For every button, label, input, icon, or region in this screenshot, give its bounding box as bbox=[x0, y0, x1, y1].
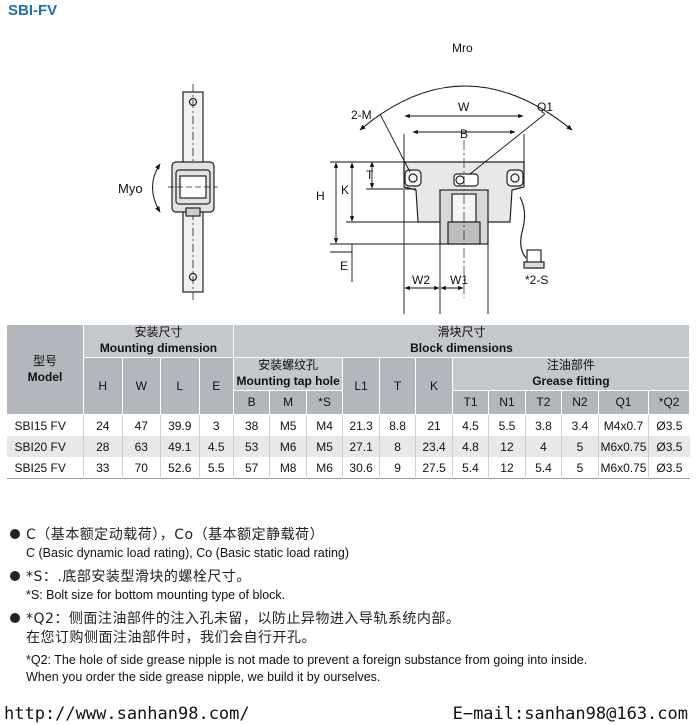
note-bolt-size: *S：.底部安装型滑块的螺栓尺寸。 *S: Bolt size for bott… bbox=[8, 568, 698, 604]
myo-label: Myo bbox=[118, 181, 143, 196]
w1-label: W1 bbox=[450, 273, 468, 287]
website-link[interactable]: http://www.sanhan98.com/ bbox=[4, 704, 250, 724]
two-m-label: 2-M bbox=[351, 108, 372, 122]
col-t: T bbox=[378, 357, 417, 415]
col-q2: *Q2 bbox=[648, 390, 690, 415]
mro-label: Mro bbox=[452, 41, 473, 55]
col-l1: L1 bbox=[342, 357, 380, 415]
col-b: B bbox=[232, 390, 271, 415]
col-m: M bbox=[269, 390, 307, 415]
col-w: W bbox=[121, 357, 161, 415]
bullet-icon bbox=[10, 613, 20, 623]
col-k: K bbox=[415, 357, 453, 415]
side-view bbox=[168, 84, 218, 300]
t-label: T bbox=[366, 168, 374, 182]
col-n2: N2 bbox=[561, 390, 599, 415]
two-s-label: *2-S bbox=[525, 273, 548, 287]
h-label: H bbox=[316, 189, 325, 203]
bullet-icon bbox=[10, 571, 20, 581]
col-h: H bbox=[83, 357, 123, 415]
front-view bbox=[403, 140, 545, 298]
col-s: *S bbox=[305, 390, 344, 415]
e-label: E bbox=[340, 259, 348, 273]
page-title: SBI-FV bbox=[8, 2, 58, 19]
col-t1: T1 bbox=[451, 390, 490, 415]
col-n1: N1 bbox=[488, 390, 526, 415]
col-q1: Q1 bbox=[597, 390, 650, 415]
b-label: B bbox=[460, 127, 468, 141]
note-load-rating: C（基本额定动载荷），Co（基本额定静载荷） C (Basic dynamic … bbox=[8, 526, 698, 562]
technical-drawing: Myo Mro bbox=[118, 41, 573, 314]
w2-label: W2 bbox=[412, 273, 430, 287]
col-e: E bbox=[198, 357, 234, 415]
note-grease-hole: *Q2：侧面注油部件的注入孔未留，以防止异物进入导轨系统内部。 在您订购侧面注油… bbox=[8, 610, 698, 686]
col-l: L bbox=[160, 357, 200, 415]
bullet-icon bbox=[10, 529, 20, 539]
email-link[interactable]: E−mail:sanhan98@163.com bbox=[452, 704, 688, 724]
w-label: W bbox=[458, 100, 470, 114]
q1-label: Q1 bbox=[537, 100, 553, 114]
col-t2: T2 bbox=[524, 390, 563, 415]
k-label: K bbox=[341, 183, 349, 197]
notes: C（基本额定动载荷），Co（基本额定静载荷） C (Basic dynamic … bbox=[8, 526, 698, 686]
